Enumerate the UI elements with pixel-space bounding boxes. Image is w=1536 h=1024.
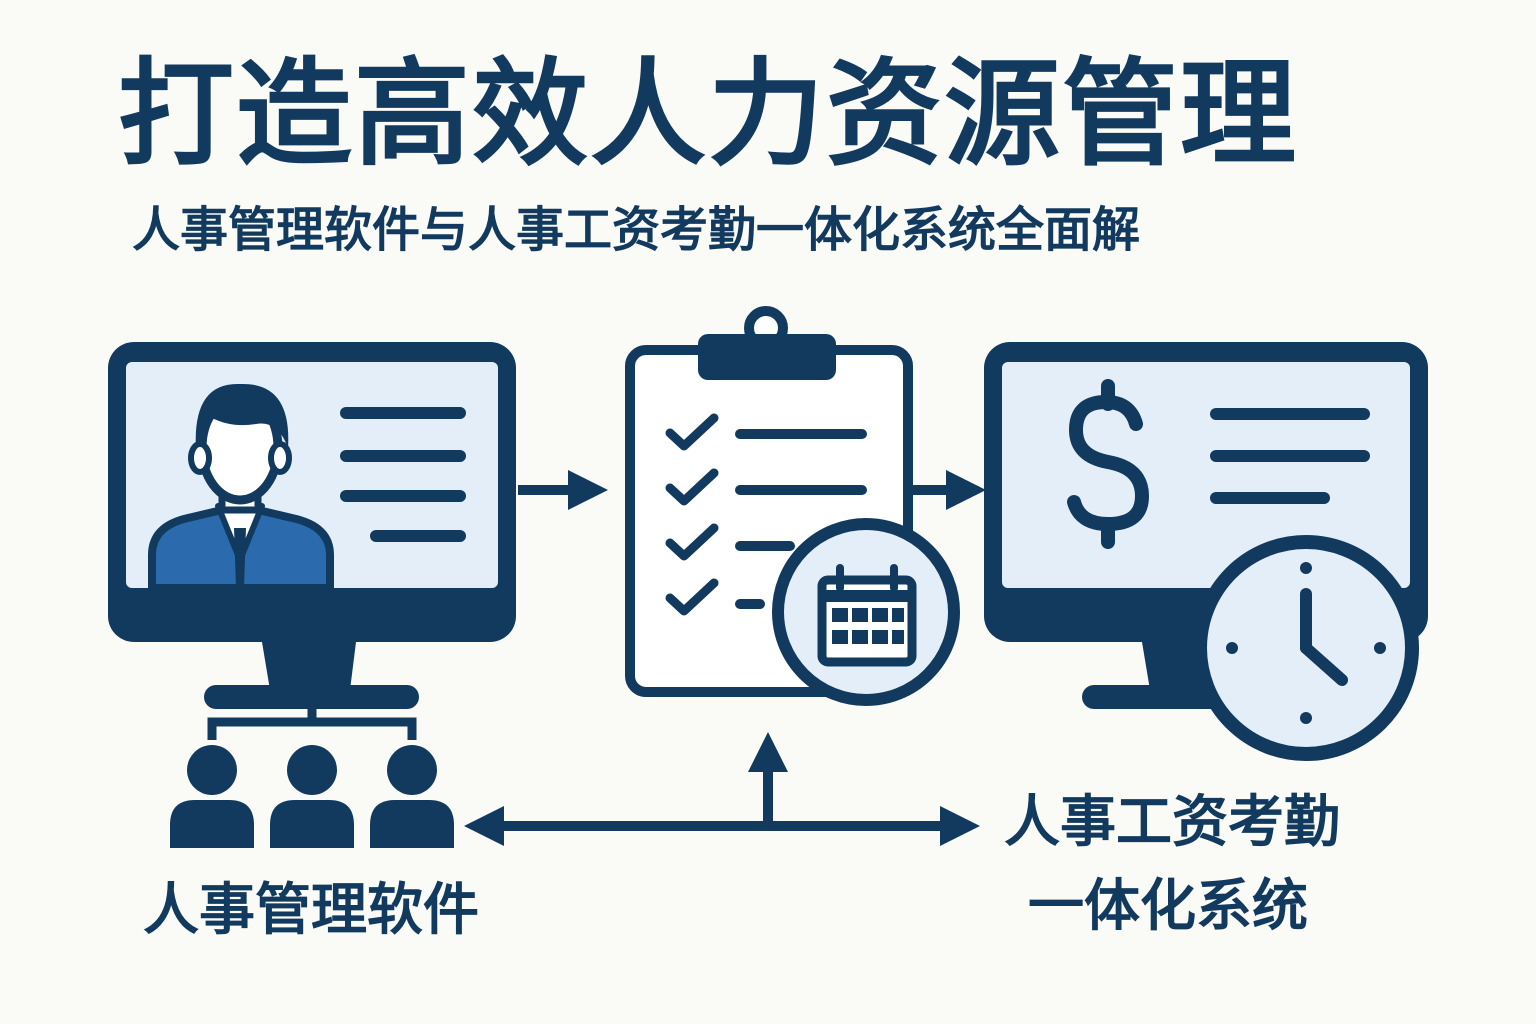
- hr-software-caption: 人事管理软件: [143, 878, 479, 943]
- page-subtitle: 人事管理软件与人事工资考勤一体化系统全面解: [132, 202, 1141, 258]
- page-title: 打造高效人力资源管理: [118, 47, 1298, 182]
- clock-icon: [1193, 535, 1419, 761]
- employee-avatar-icon: [148, 383, 334, 592]
- calendar-icon: [772, 518, 960, 706]
- team-connector-lines: [207, 708, 417, 740]
- team-people-icon: [170, 745, 454, 848]
- integrated-system-caption-line2: 一体化系统: [1028, 874, 1308, 939]
- employee-profile-monitor-icon: [108, 342, 516, 709]
- dollar-sign-icon: [1067, 379, 1150, 549]
- integrated-system-caption-line1: 人事工资考勤: [1004, 790, 1340, 855]
